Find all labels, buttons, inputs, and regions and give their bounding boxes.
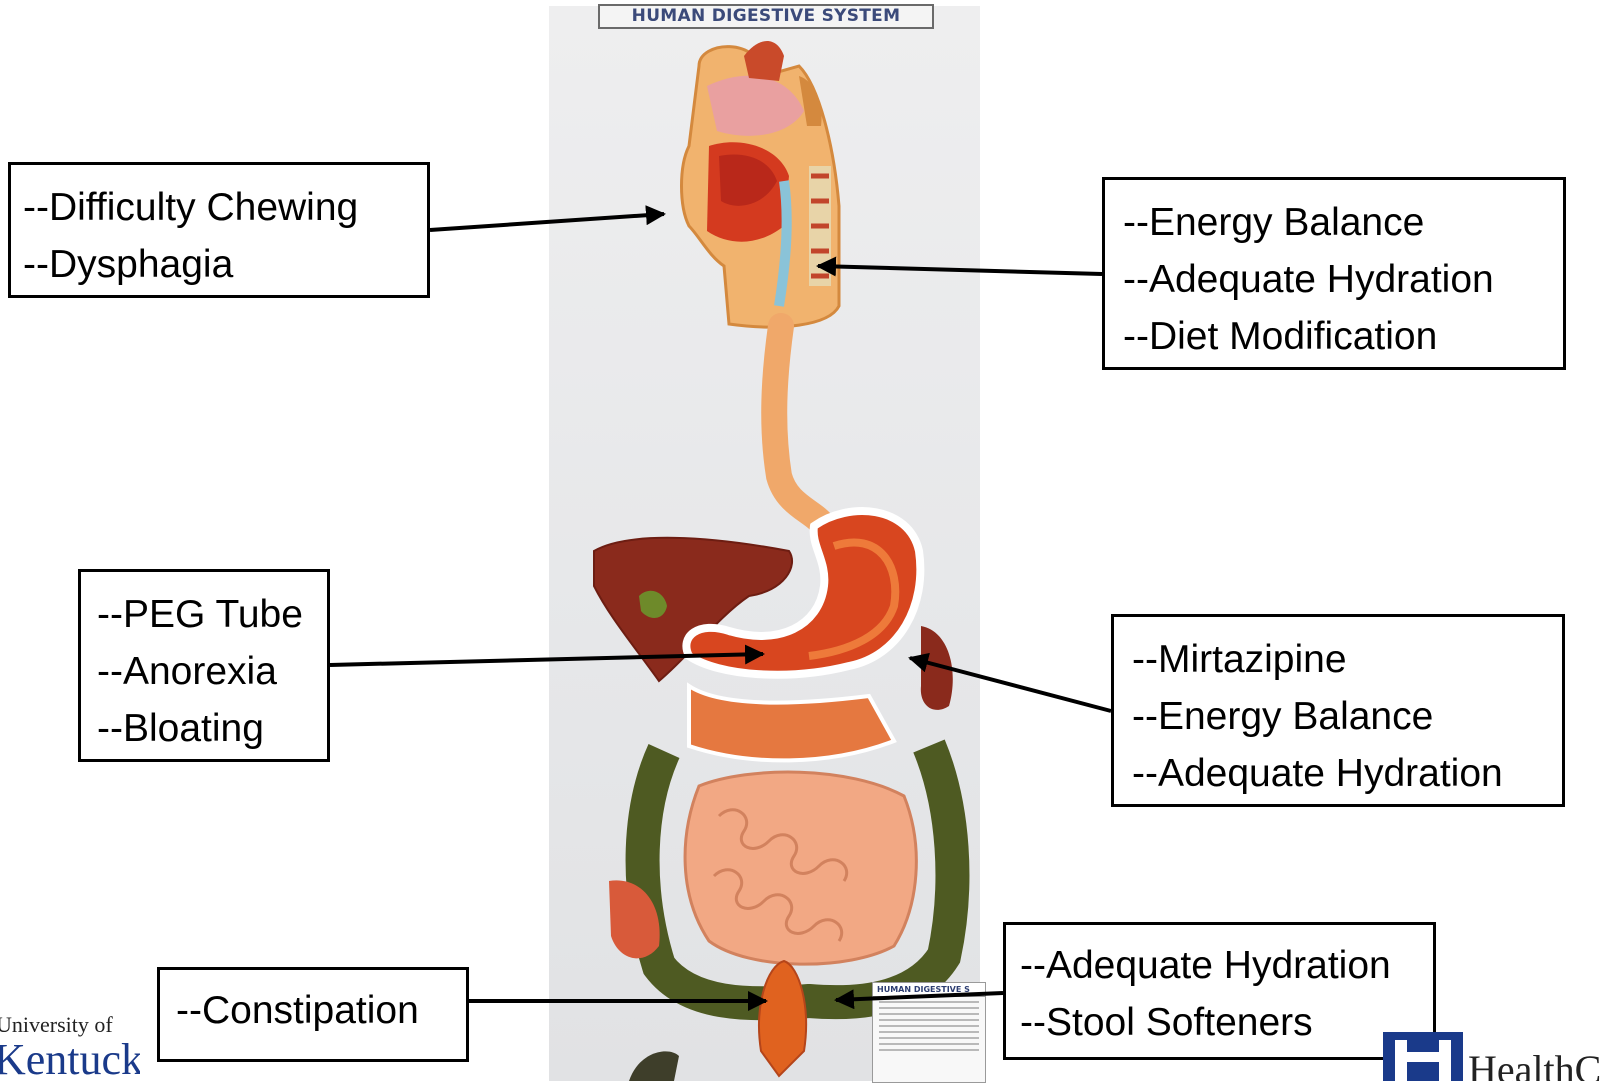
uk-healthcare-logo: HealthCare [1380,1020,1601,1081]
callout-line: --Anorexia [97,643,327,700]
healthcare-wordmark: HealthCare [1468,1046,1601,1081]
esophagus [774,326,824,526]
university-of-kentucky-logo: University of Kentucky [0,1008,140,1081]
small-intestine [685,772,916,964]
callout-throat: --Energy Balance --Adequate Hydration --… [1102,177,1566,370]
callout-line: --Diet Modification [1123,308,1563,365]
callout-rectum-right: --Adequate Hydration --Stool Softeners [1003,922,1436,1060]
callout-line: --Adequate Hydration [1123,251,1563,308]
callout-line: --Mirtazipine [1132,631,1562,688]
callout-line: --Difficulty Chewing [23,179,427,236]
callout-intestine: --Mirtazipine --Energy Balance --Adequat… [1111,614,1565,807]
callout-line: --Bloating [97,700,327,757]
callout-mouth: --Difficulty Chewing --Dysphagia [8,162,430,298]
uk-mark-icon [1383,1032,1463,1081]
spleen [921,626,953,710]
callout-line: --Energy Balance [1132,688,1562,745]
callout-line: --Stool Softeners [1020,994,1433,1051]
pancreas [689,686,894,760]
legend-card-title: HUMAN DIGESTIVE S [873,983,985,997]
callout-line: --Energy Balance [1123,194,1563,251]
university-logo-main-text: Kentucky [0,1036,140,1081]
callout-stomach: --PEG Tube --Anorexia --Bloating [78,569,330,762]
digestive-model-photo [549,6,980,1081]
head-cross-section [682,41,840,327]
callout-line: --Dysphagia [23,236,427,293]
callout-line: --PEG Tube [97,586,327,643]
callout-line: --Adequate Hydration [1020,937,1433,994]
rectum [759,961,806,1076]
callout-line: --Constipation [176,982,466,1039]
model-title-plate: HUMAN DIGESTIVE SYSTEM [598,4,934,29]
digestive-model-illustration [549,6,980,1081]
callout-line: --Adequate Hydration [1132,745,1562,802]
model-legend-card: HUMAN DIGESTIVE S [872,982,986,1083]
callout-rectum-left: --Constipation [157,967,469,1062]
